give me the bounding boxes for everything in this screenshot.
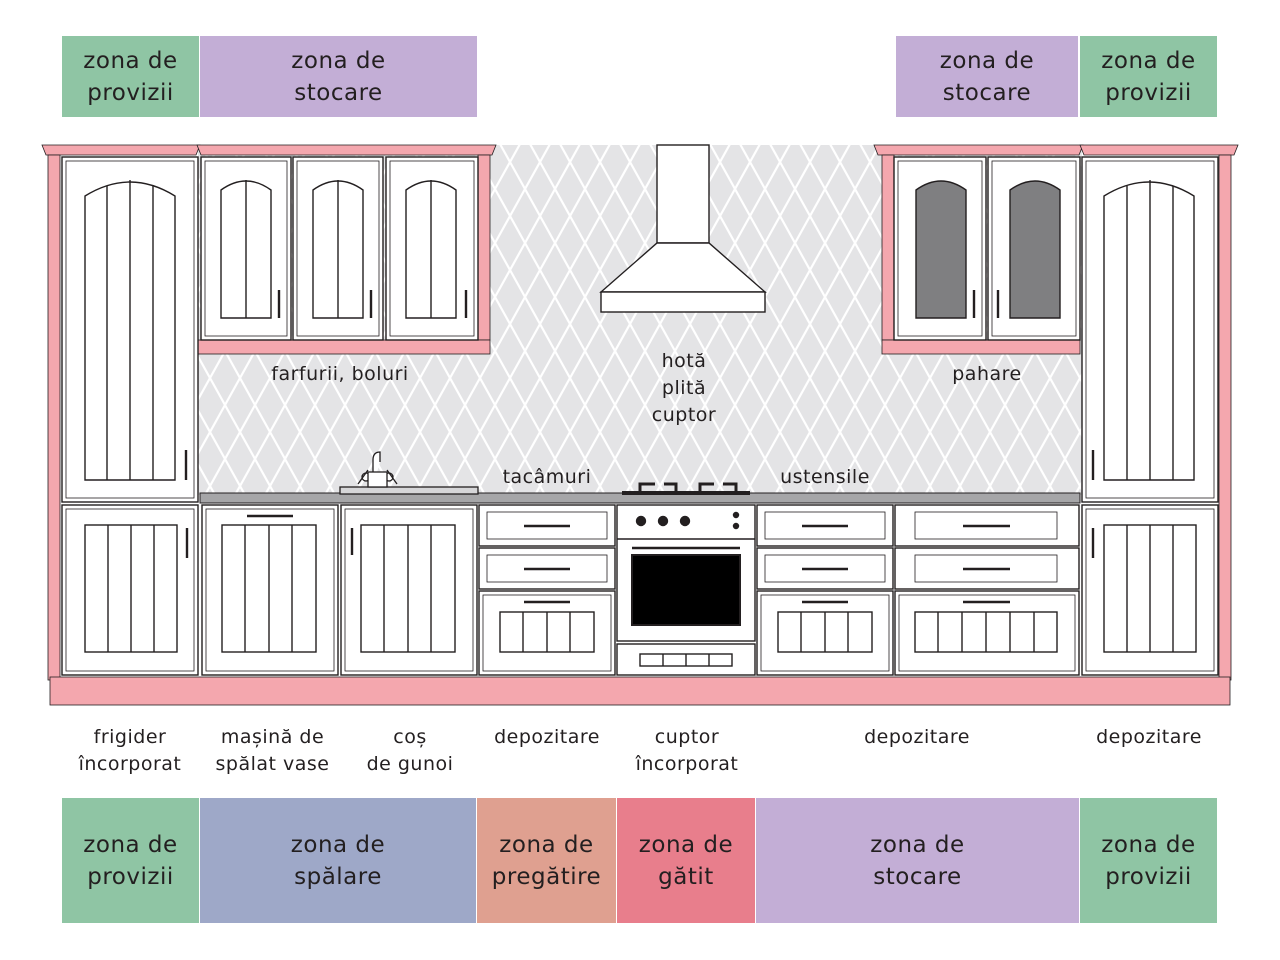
label-frigider-incorporat: frigider încorporat bbox=[78, 726, 182, 775]
upper-left-cabinets bbox=[200, 156, 479, 341]
label-masina-spalat-vase: mașină de spălat vase bbox=[215, 726, 330, 775]
prep-drawers bbox=[478, 504, 616, 676]
zone-label: zona de stocare bbox=[870, 831, 965, 890]
left-tall-cabinet bbox=[61, 156, 199, 676]
label-cos-gunoi: coș de gunoi bbox=[366, 726, 454, 775]
label-hota-plita-cuptor: hotă plită cuptor bbox=[651, 350, 717, 426]
zone-box-bottom-gatit: zona de gătit bbox=[617, 798, 755, 923]
dishwasher bbox=[201, 504, 339, 676]
zone-box-top-right-stocare: zona de stocare bbox=[896, 36, 1078, 117]
upper-right-cabinets bbox=[893, 156, 1081, 341]
zone-box-top-left-provizii: zona de provizii bbox=[62, 36, 199, 117]
label-depozitare-3: depozitare bbox=[1096, 726, 1202, 748]
label-farfurii-boluri: farfurii, boluri bbox=[271, 363, 409, 385]
zone-label: zona de pregătire bbox=[491, 831, 602, 890]
storage-drawers-narrow bbox=[756, 504, 894, 676]
label-cuptor-incorporat: cuptor încorporat bbox=[635, 726, 739, 775]
label-pahare: pahare bbox=[952, 363, 1022, 385]
sink bbox=[339, 451, 479, 495]
zone-box-bottom-provizii-right: zona de provizii bbox=[1080, 798, 1217, 923]
label-depozitare-2: depozitare bbox=[864, 726, 970, 748]
zone-box-bottom-spalare: zona de spălare bbox=[200, 798, 476, 923]
right-tall-cabinet bbox=[1081, 156, 1219, 676]
zone-label: zona de provizii bbox=[83, 831, 178, 890]
zone-label: zona de provizii bbox=[1101, 831, 1196, 890]
zone-box-bottom-pregatire: zona de pregătire bbox=[477, 798, 616, 923]
zone-label: zona de spălare bbox=[290, 831, 386, 890]
zone-label: zona de provizii bbox=[1101, 47, 1196, 106]
zone-box-top-left-stocare: zona de stocare bbox=[200, 36, 477, 117]
zone-label: zona de stocare bbox=[291, 47, 386, 106]
range-hood bbox=[599, 144, 767, 313]
zone-box-bottom-stocare: zona de stocare bbox=[756, 798, 1079, 923]
zone-label: zona de stocare bbox=[939, 47, 1035, 106]
label-depozitare-1: depozitare bbox=[494, 726, 600, 748]
zone-box-top-right-provizii: zona de provizii bbox=[1080, 36, 1217, 117]
built-in-oven bbox=[616, 504, 756, 676]
zone-box-bottom-provizii-left: zona de provizii bbox=[62, 798, 199, 923]
trash-cabinet bbox=[340, 504, 478, 676]
label-ustensile: ustensile bbox=[780, 466, 870, 488]
zone-label: zona de gătit bbox=[638, 831, 734, 890]
cooktop bbox=[622, 482, 750, 495]
label-tacamuri: tacâmuri bbox=[502, 466, 592, 488]
cabinet-frame bbox=[41, 144, 1239, 706]
storage-drawers-wide bbox=[894, 504, 1080, 676]
zone-label: zona de provizii bbox=[83, 47, 178, 106]
